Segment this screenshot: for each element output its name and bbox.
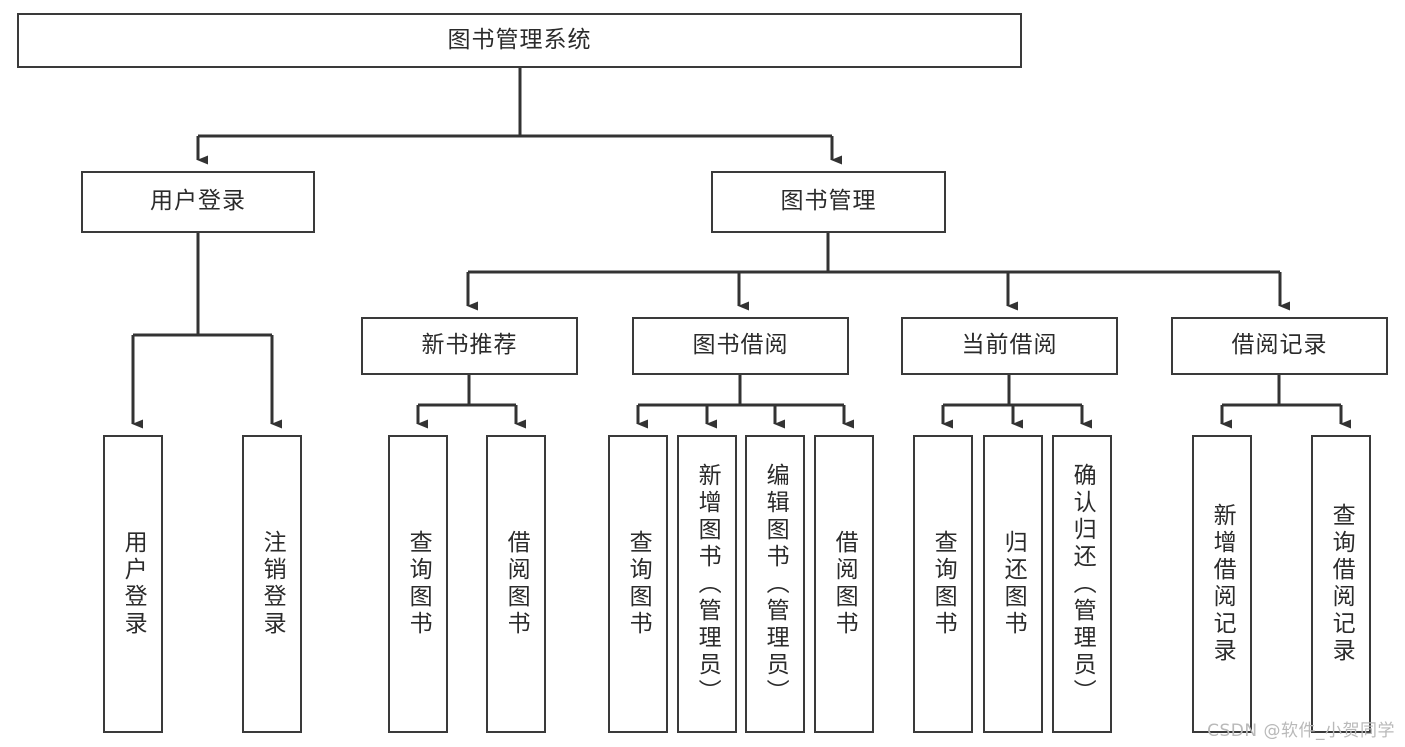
- node-leaf-edit-book-admin[interactable]: 编辑图书（管理员）: [745, 435, 805, 733]
- node-leaf-query-books-current-label: 查询图书: [930, 530, 957, 638]
- node-leaf-edit-book-admin-label: 编辑图书（管理员）: [762, 462, 789, 706]
- node-leaf-user-login-label: 用户登录: [120, 530, 147, 638]
- node-leaf-query-books-borrow[interactable]: 查询图书: [608, 435, 668, 733]
- node-current-borrow[interactable]: 当前借阅: [901, 317, 1118, 375]
- node-leaf-query-books-borrow-label: 查询图书: [625, 530, 652, 638]
- node-leaf-confirm-return-admin[interactable]: 确认归还（管理员）: [1052, 435, 1112, 733]
- node-user-login-label: 用户登录: [150, 188, 246, 215]
- node-user-login[interactable]: 用户登录: [81, 171, 315, 233]
- node-leaf-return-books[interactable]: 归还图书: [983, 435, 1043, 733]
- node-leaf-query-books-current[interactable]: 查询图书: [913, 435, 973, 733]
- node-leaf-borrow-books[interactable]: 借阅图书: [814, 435, 874, 733]
- node-leaf-return-books-label: 归还图书: [1000, 530, 1027, 638]
- node-leaf-add-book-admin-label: 新增图书（管理员）: [694, 462, 721, 706]
- node-leaf-logout-label: 注销登录: [259, 530, 286, 638]
- node-leaf-add-borrow-record-label: 新增借阅记录: [1209, 503, 1236, 665]
- node-leaf-query-borrow-record-label: 查询借阅记录: [1328, 503, 1355, 665]
- node-borrow-records[interactable]: 借阅记录: [1171, 317, 1388, 375]
- node-new-book-recommend-label: 新书推荐: [421, 332, 518, 359]
- node-book-borrow[interactable]: 图书借阅: [632, 317, 849, 375]
- node-leaf-query-books-recommend-label: 查询图书: [405, 530, 432, 638]
- node-leaf-user-login[interactable]: 用户登录: [103, 435, 163, 733]
- node-leaf-query-books-recommend[interactable]: 查询图书: [388, 435, 448, 733]
- node-leaf-confirm-return-admin-label: 确认归还（管理员）: [1069, 462, 1096, 706]
- node-book-management[interactable]: 图书管理: [711, 171, 946, 233]
- node-leaf-borrow-books-recommend[interactable]: 借阅图书: [486, 435, 546, 733]
- node-leaf-add-borrow-record[interactable]: 新增借阅记录: [1192, 435, 1252, 733]
- csdn-watermark: CSDN @软件_小贺同学: [1207, 721, 1395, 741]
- node-book-borrow-label: 图书借阅: [692, 332, 789, 359]
- node-root[interactable]: 图书管理系统: [17, 13, 1022, 68]
- node-book-management-label: 图书管理: [780, 188, 877, 215]
- node-new-book-recommend[interactable]: 新书推荐: [361, 317, 578, 375]
- node-leaf-borrow-books-recommend-label: 借阅图书: [503, 530, 530, 638]
- node-leaf-query-borrow-record[interactable]: 查询借阅记录: [1311, 435, 1371, 733]
- node-borrow-records-label: 借阅记录: [1231, 332, 1328, 359]
- node-leaf-borrow-books-label: 借阅图书: [831, 530, 858, 638]
- node-leaf-logout[interactable]: 注销登录: [242, 435, 302, 733]
- node-current-borrow-label: 当前借阅: [961, 332, 1058, 359]
- node-root-label: 图书管理系统: [447, 26, 592, 53]
- node-leaf-add-book-admin[interactable]: 新增图书（管理员）: [677, 435, 737, 733]
